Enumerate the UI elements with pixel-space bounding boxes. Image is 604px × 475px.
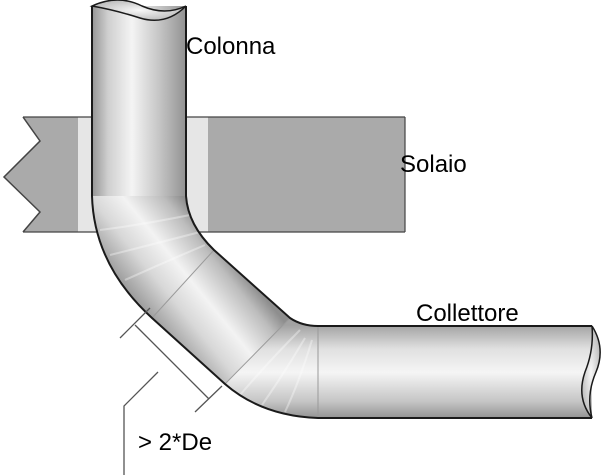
lower-elbow	[225, 318, 318, 418]
distance-dimension	[119, 307, 223, 475]
distance-label: > 2*De	[138, 429, 212, 456]
slab	[2, 116, 406, 233]
seam-diagonal-elbow	[224, 317, 291, 385]
column-pipe	[92, 6, 186, 196]
collector-end-cap	[581, 325, 601, 419]
pipe-outline-right	[185, 6, 592, 327]
column-label: Colonna	[186, 33, 276, 60]
pipe-outline-left	[91, 6, 592, 419]
column-end-cap	[89, 0, 187, 21]
slab-left-break-edge	[2, 116, 42, 233]
elbow-shading	[99, 214, 313, 413]
diagonal-pipe	[152, 250, 290, 384]
seam-elbow-diagonal	[151, 249, 215, 319]
collector-pipe	[318, 326, 592, 418]
dimension-leader	[123, 371, 159, 475]
dimension-line	[134, 324, 210, 400]
pipe	[89, 0, 601, 419]
upper-elbow	[92, 196, 214, 318]
collector-label: Collettore	[416, 300, 519, 327]
slab-label: Solaio	[400, 151, 467, 178]
dimension-tick-upper	[119, 307, 151, 339]
